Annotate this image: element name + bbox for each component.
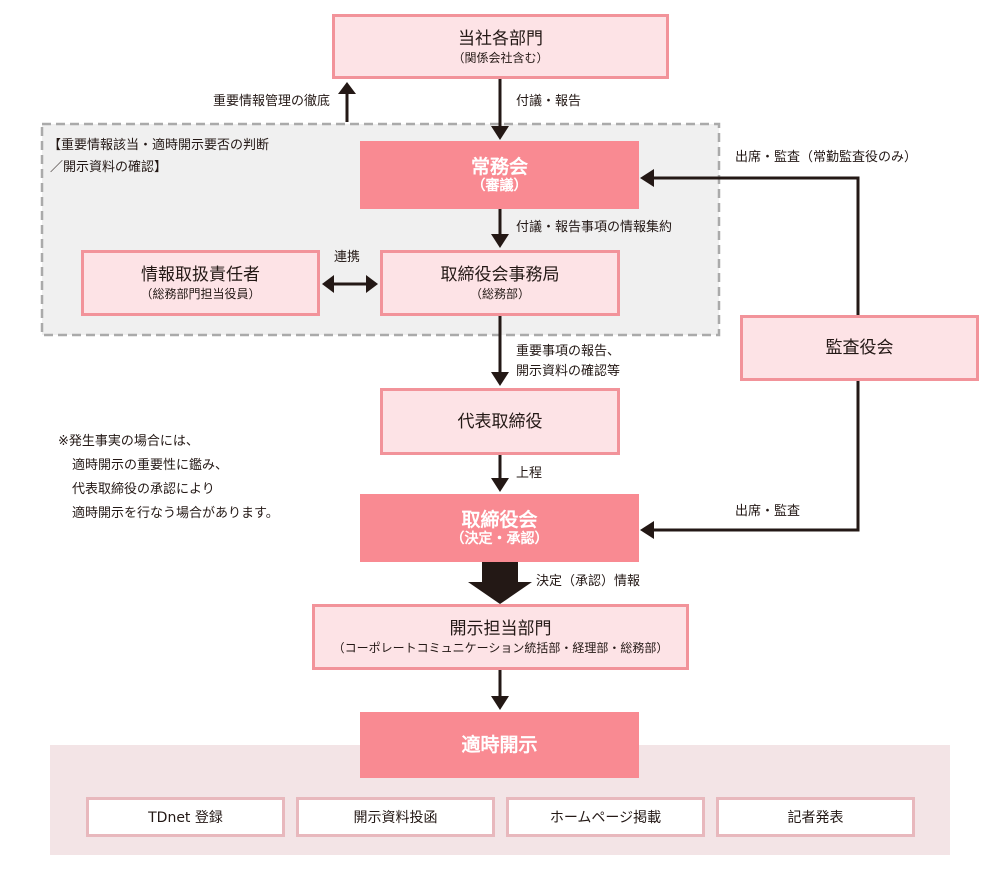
board-of-directors-box: 取締役会 （決定・承認） bbox=[360, 494, 639, 562]
channel-press: 記者発表 bbox=[716, 797, 915, 837]
label-report-confirm-1: 重要事項の報告、 bbox=[516, 344, 621, 359]
box-title: 情報取扱責任者 bbox=[141, 265, 260, 285]
footnote-line: ※発生事実の場合には、 bbox=[58, 434, 199, 449]
box-title: 当社各部門 bbox=[458, 28, 543, 49]
big-arrow bbox=[468, 561, 532, 604]
group-note-2: ／開示資料の確認】 bbox=[50, 160, 168, 175]
label-present: 上程 bbox=[516, 466, 543, 481]
label-attend: 出席・監査 bbox=[735, 504, 801, 519]
box-subtitle: （総務部門担当役員） bbox=[140, 287, 261, 301]
board-secretariat-box: 取締役会事務局 （総務部） bbox=[380, 250, 620, 316]
box-title: 監査役会 bbox=[825, 338, 894, 358]
box-subtitle: （決定・承認） bbox=[450, 531, 549, 547]
box-title: 開示担当部門 bbox=[449, 619, 552, 639]
label-submit-report: 付議・報告 bbox=[516, 94, 582, 109]
label-aggregate: 付議・報告事項の情報集約 bbox=[516, 220, 673, 235]
timely-disclosure-box: 適時開示 bbox=[360, 712, 639, 778]
box-subtitle: （コーポレートコミュニケーション統括部・経理部・総務部） bbox=[332, 641, 669, 655]
label-attend-full: 出席・監査（常勤監査役のみ） bbox=[735, 150, 918, 165]
executive-committee-box: 常務会 （審議） bbox=[360, 141, 639, 209]
channel-website: ホームページ掲載 bbox=[506, 797, 705, 837]
footnote: ※発生事実の場合には、 適時開示の重要性に鑑み、 代表取締役の承認により 適時開… bbox=[58, 430, 279, 526]
disclosure-dept-box: 開示担当部門 （コーポレートコミュニケーション統括部・経理部・総務部） bbox=[312, 604, 689, 670]
label-cooperate: 連携 bbox=[334, 250, 361, 265]
group-note-1: 【重要情報該当・適時開示要否の判断 bbox=[48, 138, 270, 153]
box-subtitle: （総務部） bbox=[469, 287, 530, 301]
president-box: 代表取締役 bbox=[380, 388, 620, 455]
channel-document-filing: 開示資料投函 bbox=[296, 797, 495, 837]
channel-tdnet: TDnet 登録 bbox=[86, 797, 285, 837]
label-thorough: 重要情報管理の徹底 bbox=[212, 94, 330, 109]
box-title: 適時開示 bbox=[461, 734, 538, 756]
label-report-confirm-2: 開示資料の確認等 bbox=[516, 364, 621, 379]
all-departments-box: 当社各部門 （関係会社含む） bbox=[332, 14, 669, 79]
audit-board-box: 監査役会 bbox=[740, 315, 979, 381]
box-subtitle: （関係会社含む） bbox=[452, 50, 549, 65]
box-title: 取締役会事務局 bbox=[440, 265, 560, 285]
footnote-line: 代表取締役の承認により bbox=[72, 482, 215, 497]
box-title: 常務会 bbox=[470, 156, 528, 178]
info-officer-box: 情報取扱責任者 （総務部門担当役員） bbox=[81, 250, 320, 316]
box-title: 取締役会 bbox=[461, 509, 538, 531]
label-decision-info: 決定（承認）情報 bbox=[536, 574, 641, 589]
footnote-line: 適時開示を行なう場合があります。 bbox=[72, 506, 279, 521]
box-title: 代表取締役 bbox=[457, 411, 543, 432]
footnote-line: 適時開示の重要性に鑑み、 bbox=[72, 458, 229, 473]
box-subtitle: （審議） bbox=[471, 178, 528, 194]
